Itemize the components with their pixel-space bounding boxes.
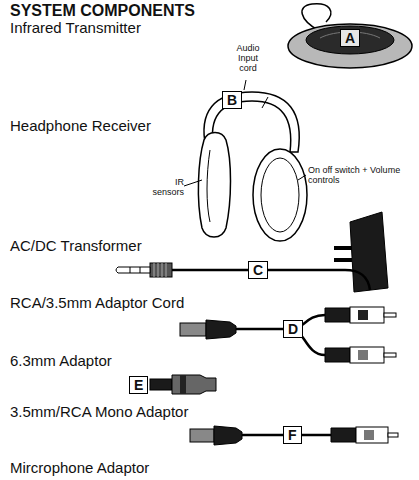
component-name: Infrared Transmitter: [10, 20, 250, 37]
callout-letter-box: B: [222, 91, 242, 109]
callout-letter-box: C: [248, 261, 268, 279]
callout-letter: F: [288, 427, 297, 443]
headphone-receiver: [198, 92, 307, 241]
component-name: AC/DC Transformer: [10, 238, 210, 255]
callout-text: On off switch + Volume controls: [308, 166, 413, 186]
callout-letter: C: [253, 262, 263, 278]
rca-adaptor-cord: [180, 307, 396, 363]
callout-letter-box: E: [129, 376, 148, 394]
infrared-transmitter: [288, 4, 412, 68]
leader-lines: [184, 80, 306, 186]
acdc-transformer: [116, 212, 388, 292]
mono-adaptor-cord: [190, 426, 398, 445]
callout-text: IR sensors: [144, 178, 184, 198]
component-name: 6.3mm Adaptor: [10, 353, 210, 370]
callout-letter-box: F: [283, 426, 302, 444]
6-3mm-adaptor: [150, 375, 216, 394]
component-name: 3.5mm/RCA Mono Adaptor: [10, 404, 250, 421]
callout-letter: B: [227, 92, 237, 108]
callout-letter: D: [288, 321, 298, 337]
component-name: RCA/3.5mm Adaptor Cord: [10, 295, 250, 312]
callout-letter-box: D: [283, 320, 303, 338]
callout-letter-box: A: [340, 29, 360, 47]
callout-letter: E: [134, 377, 143, 393]
callout-text: Audio Input cord: [228, 44, 268, 74]
callout-letter: A: [345, 30, 355, 46]
component-name: Headphone Receiver: [10, 118, 210, 135]
heading: SYSTEM COMPONENTS: [10, 2, 195, 20]
component-name: Mircrophone Adaptor: [10, 460, 250, 477]
